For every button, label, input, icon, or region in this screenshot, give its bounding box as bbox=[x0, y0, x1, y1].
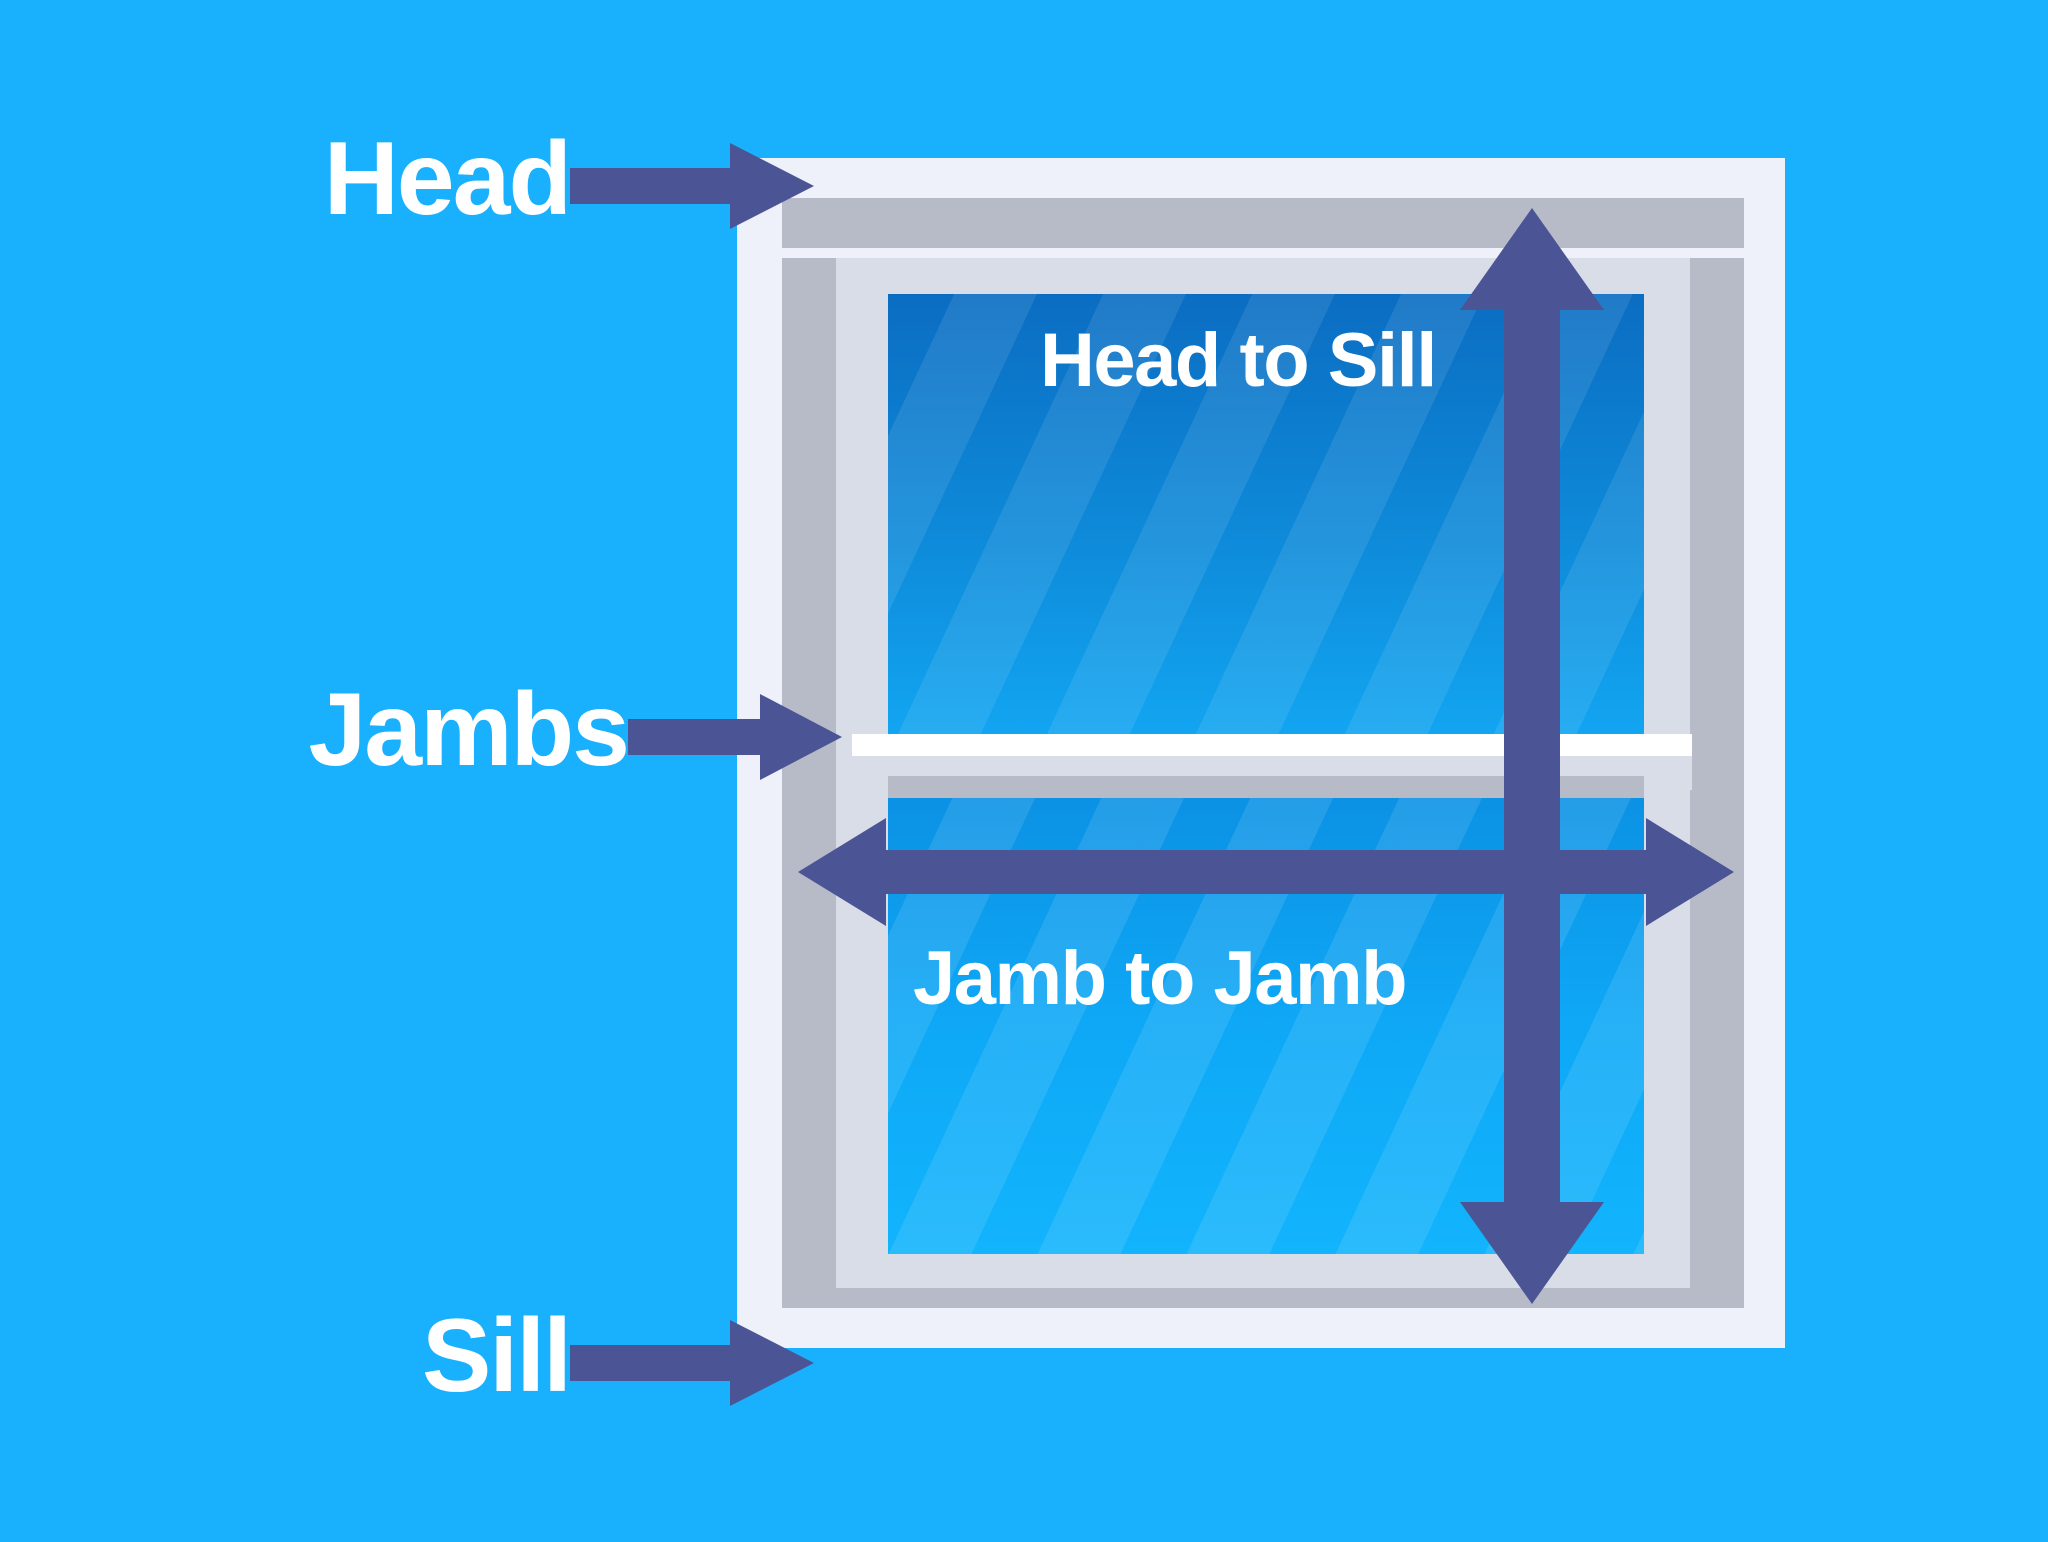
arrow-right-icon bbox=[570, 143, 814, 229]
window-right-jamb bbox=[1690, 258, 1744, 1308]
callout-label-head: Head bbox=[323, 121, 572, 237]
window-left-jamb bbox=[782, 258, 836, 1308]
arrow-right-icon bbox=[570, 1320, 814, 1406]
callout-label-sill: Sill bbox=[421, 1298, 572, 1414]
double-arrow-horizontal-icon bbox=[798, 818, 1734, 926]
measure-label-jamb-to-jamb: Jamb to Jamb bbox=[913, 936, 1408, 1021]
double-arrow-vertical-icon bbox=[1460, 208, 1604, 1304]
window-sill-band bbox=[782, 1288, 1744, 1308]
measure-label-head-to-sill: Head to Sill bbox=[1040, 318, 1437, 403]
window-head-band bbox=[782, 198, 1744, 248]
window-meeting-rail-white bbox=[852, 734, 1692, 756]
arrow-right-icon bbox=[628, 694, 842, 780]
window-meeting-rail-gray bbox=[888, 776, 1644, 798]
callout-label-jambs: Jambs bbox=[308, 672, 630, 788]
